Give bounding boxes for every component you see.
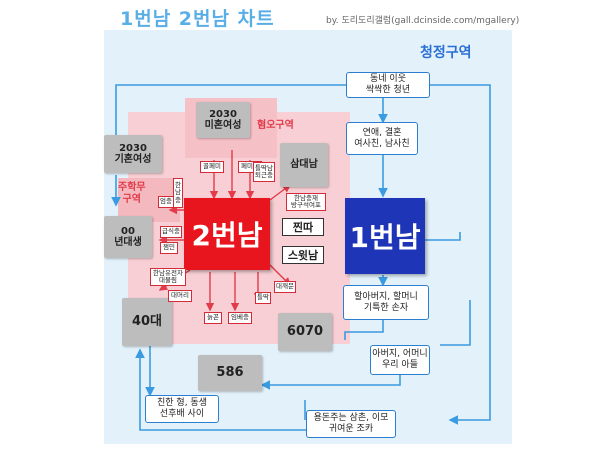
- label-jjinda: 찐따: [282, 218, 324, 236]
- node-married-woman: 2030 기혼여성: [104, 135, 162, 173]
- node-thirties-male: 삼대남: [280, 143, 328, 187]
- tag-b1: 늙꼰: [204, 312, 222, 324]
- tag-b4: 대깨문: [274, 281, 296, 293]
- clean-zone-label: 청정구역: [420, 45, 472, 61]
- node-2beonnam: 2번남: [184, 198, 270, 270]
- label-swit: 스윗남: [282, 246, 324, 264]
- tag-rtop: 틀딱남 퇴근충: [253, 162, 275, 182]
- tag-left1: 한남충: [173, 178, 183, 208]
- tag-l4: 잼민: [160, 242, 178, 254]
- node-1beonnam: 1번남: [345, 198, 425, 274]
- box-young-man: 동네 이웃 싹싹한 청년: [346, 72, 430, 98]
- hate-zone-label: 혐오구역: [257, 120, 294, 131]
- tag-b3: 틀딱: [255, 292, 271, 304]
- node-forties: 40대: [122, 298, 172, 346]
- box-lovers: 연애, 결혼 여사친, 남사친: [346, 122, 418, 155]
- box-friends: 친한 형, 동생 선후배 사이: [145, 395, 219, 423]
- tag-l3: 급식충: [160, 226, 182, 238]
- node-born-00s: 00 년대생: [104, 216, 152, 258]
- box-parents: 아버지, 어머니 우리 아들: [370, 345, 430, 375]
- tag-l6: 대머리: [168, 290, 192, 302]
- page-title: 1번남 2번남 차트: [120, 8, 275, 30]
- tag-top1: 꼴페미: [200, 161, 224, 173]
- tag-rmid: 한남충재 방구석여포: [286, 193, 326, 211]
- node-unmarried-woman: 2030 미혼여성: [196, 102, 250, 138]
- box-uncle: 용돈주는 삼촌, 이모 귀여운 조카: [306, 410, 396, 438]
- tag-l5: 한남유전자 대물림: [150, 268, 186, 286]
- caution-zone-label: 주학무 구역: [118, 182, 146, 205]
- box-grandparents: 할아버지, 할머니 기특한 손자: [343, 285, 429, 320]
- tag-b2: 임베충: [228, 312, 252, 324]
- credit: by. 도리도리갤럼(gall.dcinside.com/mgallery): [326, 16, 520, 26]
- tag-left2: 엄충: [158, 196, 174, 208]
- node-586: 586: [198, 355, 262, 391]
- node-6070: 6070: [278, 313, 332, 351]
